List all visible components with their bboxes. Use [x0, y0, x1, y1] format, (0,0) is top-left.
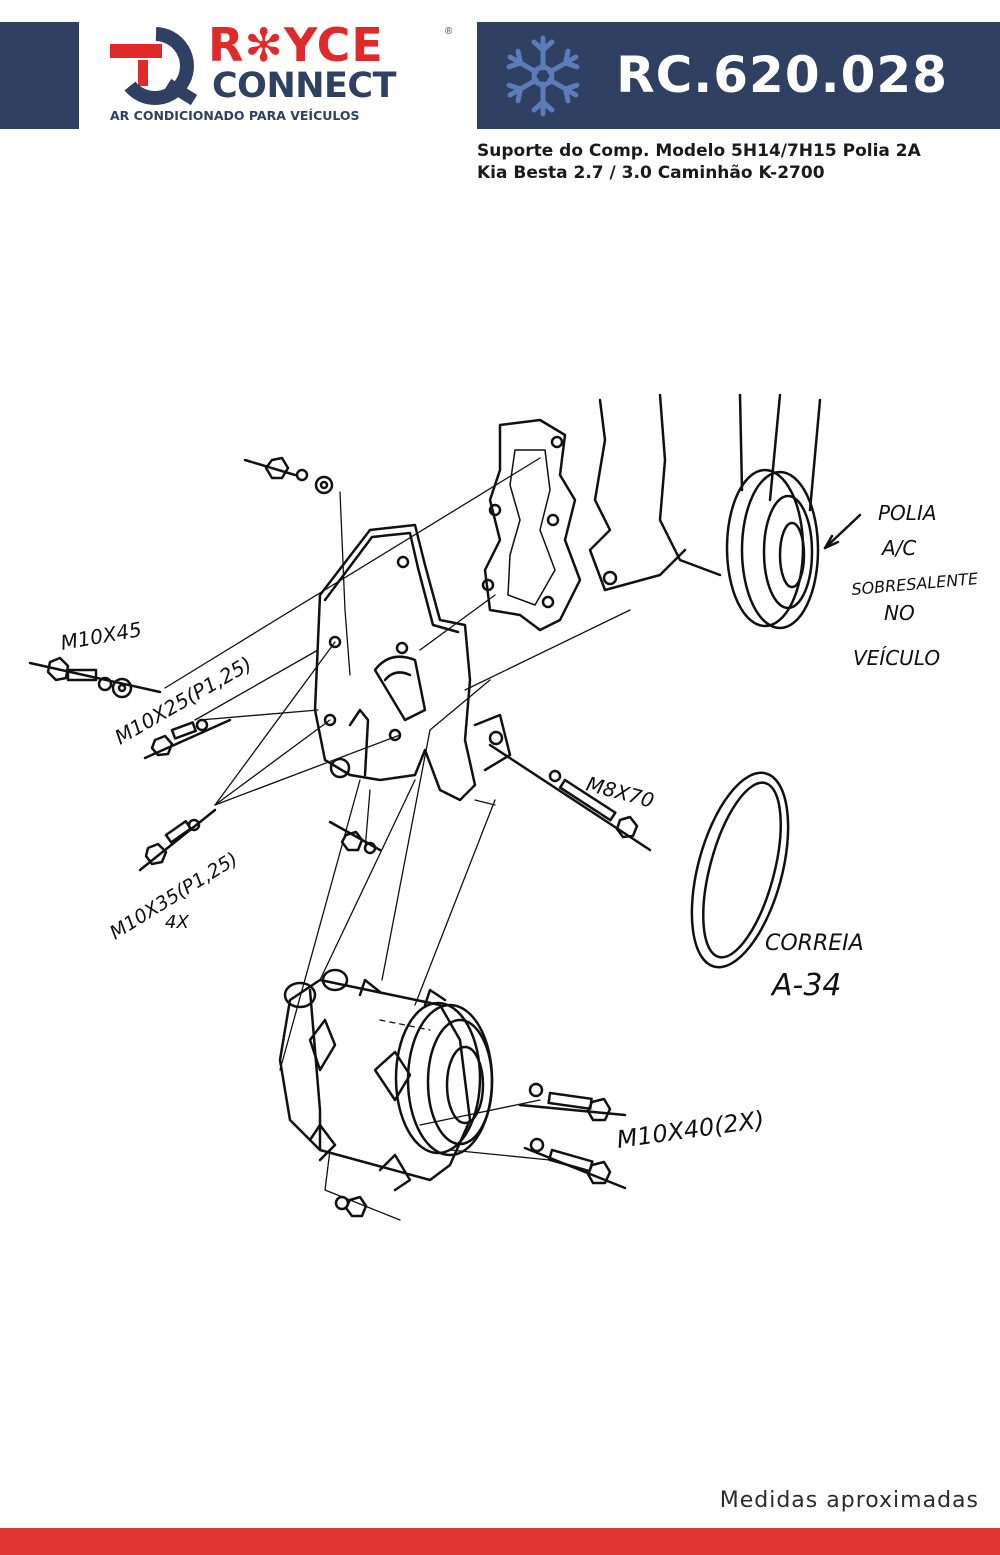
brand-name-bottom: CONNECT: [212, 66, 397, 106]
nut-top: [243, 456, 334, 495]
label-belt-2: A-34: [770, 968, 842, 1003]
description-line-1: Suporte do Comp. Modelo 5H14/7H15 Polia …: [477, 141, 921, 161]
fasteners: [28, 456, 652, 1218]
label-pulley-2: A/C: [880, 536, 916, 560]
brand-tagline: AR CONDICIONADO PARA VEÍCULOS: [110, 108, 360, 123]
exploded-assembly-drawing: M10X45 M10X25(P1,25) M10X35(P1,25) 4X M8…: [28, 393, 980, 1221]
assembly-lines: [164, 457, 631, 1221]
product-code: RC.620.028: [616, 46, 948, 104]
logo-emblem-icon: [110, 27, 198, 106]
label-pulley-4: NO: [884, 601, 915, 625]
bolt-m10x40-upper: [518, 1082, 627, 1122]
engine-mount: [481, 393, 822, 632]
footer-bar: [0, 1528, 1000, 1555]
approximate-measures-note: Medidas aproximadas: [719, 1488, 979, 1513]
vehicle-pulley: [725, 468, 862, 630]
label-m10x45: M10X45: [59, 617, 144, 655]
compressor-body: [278, 968, 494, 1192]
royce-connect-logo: R✻YCE ® CONNECT AR CONDICIONADO PARA VEÍ…: [108, 18, 458, 127]
label-m10x35-qty: 4X: [165, 912, 189, 933]
label-pulley-3: SOBRESALENTE: [851, 569, 980, 599]
snowflake-icon: [499, 35, 587, 120]
bolt-m10x35: [138, 808, 217, 872]
registered-mark: ®: [445, 26, 453, 37]
brand-name-top: R✻YCE: [208, 18, 384, 72]
description-line-2: Kia Besta 2.7 / 3.0 Caminhão K-2700: [477, 163, 825, 183]
belt-a34: [690, 771, 790, 969]
bolt-m10x45: [28, 656, 162, 699]
nut-middle: [328, 820, 382, 855]
bolt-m10x25: [143, 718, 232, 760]
header-left-block: [0, 22, 79, 129]
nut-bottom: [334, 1195, 368, 1218]
label-pulley-5: VEÍCULO: [853, 646, 940, 670]
label-m8x70: M8X70: [584, 772, 657, 813]
label-m10x40: M10X40(2X): [615, 1106, 766, 1154]
product-description: Suporte do Comp. Modelo 5H14/7H15 Polia …: [477, 140, 921, 184]
label-pulley-1: POLIA: [878, 501, 937, 525]
label-belt-1: CORREIA: [765, 931, 864, 956]
product-header-band: RC.620.028: [477, 22, 1000, 129]
compressor-bracket: [313, 523, 512, 802]
bolt-m10x40-lower: [523, 1137, 627, 1190]
bolt-m8x70: [488, 743, 652, 852]
